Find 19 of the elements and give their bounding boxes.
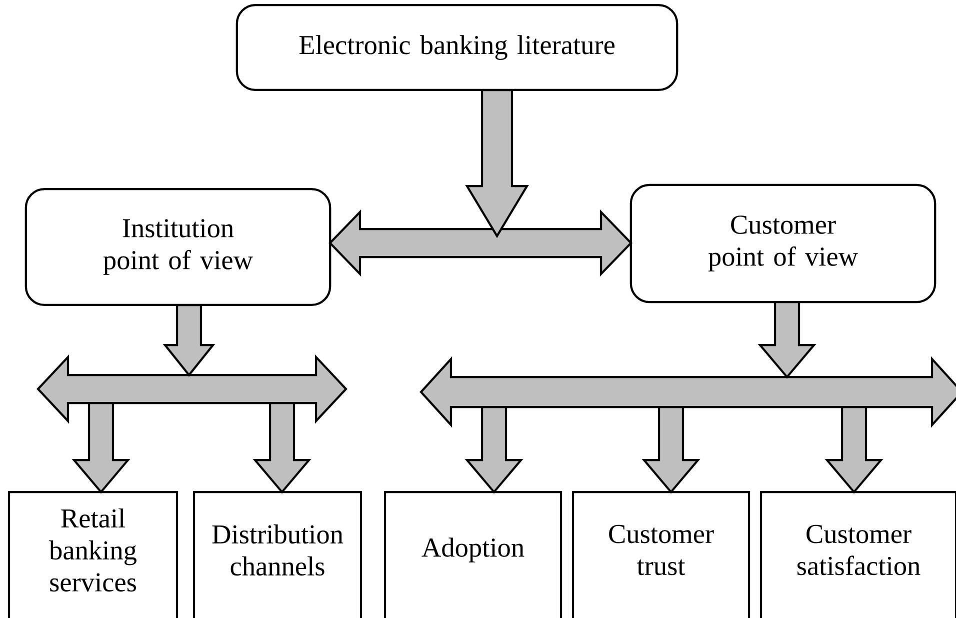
block-arrow [465, 88, 529, 238]
block-arrow [642, 406, 700, 494]
block-arrow [464, 406, 524, 494]
block-arrow [72, 402, 130, 494]
open-box: Distribution channels [192, 490, 362, 618]
rounded-box: Institution point of view [24, 188, 332, 306]
open-box: Retail banking services [8, 490, 178, 618]
double-arrow-bar [36, 354, 348, 424]
block-arrow [328, 209, 632, 277]
rounded-box: Electronic banking literature [236, 4, 678, 91]
rounded-box: Customer point of view [630, 184, 936, 304]
block-arrow [758, 300, 816, 379]
block-arrow [162, 304, 216, 377]
open-box: Customer trust [572, 490, 750, 618]
block-arrow [824, 406, 884, 494]
block-arrow [252, 402, 312, 494]
open-box: Customer satisfaction [760, 490, 956, 618]
double-arrow-bar [420, 356, 956, 428]
open-box: Adoption [384, 490, 562, 618]
